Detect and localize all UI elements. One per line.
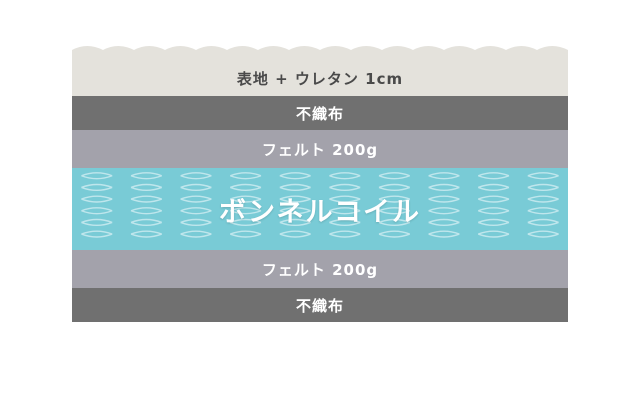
coil-spring	[527, 172, 559, 238]
layer-nonwoven-bottom: 不織布	[72, 288, 568, 322]
coil-spring	[229, 172, 262, 238]
coil-spring	[329, 172, 361, 238]
coil-spring	[81, 172, 113, 238]
layer-surface-label: 表地 + ウレタン 1cm	[236, 69, 404, 88]
layer-nonwoven-bottom-label: 不織布	[295, 296, 344, 315]
coil-spring	[130, 172, 163, 238]
quilted-top-edge	[72, 46, 568, 58]
layer-felt-top: フェルト 200g	[72, 130, 568, 168]
coil-spring	[378, 172, 411, 238]
coil-spring	[477, 172, 510, 238]
layer-felt-bottom-label: フェルト 200g	[261, 260, 379, 279]
layer-felt-bottom: フェルト 200g	[72, 250, 568, 288]
layer-nonwoven-top-label: 不織布	[295, 104, 344, 123]
layer-felt-top-label: フェルト 200g	[261, 140, 379, 159]
coil-spring	[279, 172, 311, 238]
layer-surface-urethane: 表地 + ウレタン 1cm	[72, 58, 568, 96]
coil-spring	[180, 172, 212, 238]
coil-springs-illustration	[81, 172, 559, 238]
layer-bonnell-coil: ボンネルコイル	[72, 168, 568, 250]
mattress-layer-diagram: 表地 + ウレタン 1cm 不織布 フェルト 200g ボンネルコイル フェルト…	[72, 44, 568, 322]
layer-coil-label: ボンネルコイル	[219, 196, 421, 228]
layer-nonwoven-top: 不織布	[72, 96, 568, 130]
coil-spring	[428, 172, 460, 238]
